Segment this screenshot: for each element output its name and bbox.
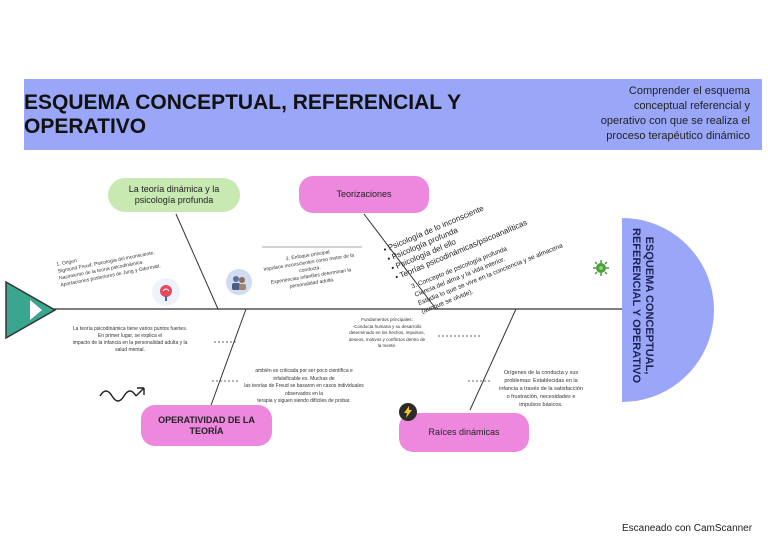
- brain-icon: [152, 278, 180, 306]
- node-raices-dinamicas: Raíces dinámicas: [399, 413, 529, 452]
- fish-head-label: ESQUEMA CONCEPTUAL, REFERENCIAL Y OPERAT…: [630, 228, 655, 384]
- squiggle-arrow-icon: [99, 387, 145, 402]
- bone-raices: [469, 308, 517, 411]
- people-icon: [226, 269, 252, 295]
- fish-head: [622, 218, 714, 402]
- scanner-watermark: Escaneado con CamScanner: [622, 523, 753, 534]
- bone-teoria: [175, 213, 219, 310]
- note-fundamentos: Fundamentos principales: -Conducta human…: [348, 317, 426, 348]
- lightning-icon: [399, 403, 417, 421]
- note-origenes: Orígenes de la conducta y sus problemas:…: [499, 370, 583, 408]
- page-title: ESQUEMA CONCEPTUAL, REFERENCIAL Y OPERAT…: [24, 91, 462, 138]
- fish-tail-notch: [30, 300, 42, 320]
- objective-text: Comprender el esquema conceptual referen…: [600, 85, 750, 142]
- bone-operatividad: [209, 308, 247, 409]
- bone-teorizaciones: [363, 213, 437, 310]
- note-fortalezas: La teoría psicodinámica tiene varios pun…: [72, 326, 188, 353]
- virus-icon: [592, 259, 610, 277]
- node-teoria-dinamica: La teoría dinámica y la psicología profu…: [108, 178, 240, 212]
- node-teorizaciones: Teorizaciones: [299, 176, 429, 213]
- title-banner: [24, 79, 762, 150]
- note-critica: ambién es criticada por ser poco científ…: [244, 368, 364, 404]
- node-operatividad: OPERATIVIDAD DE LA TEORÍA: [141, 405, 272, 446]
